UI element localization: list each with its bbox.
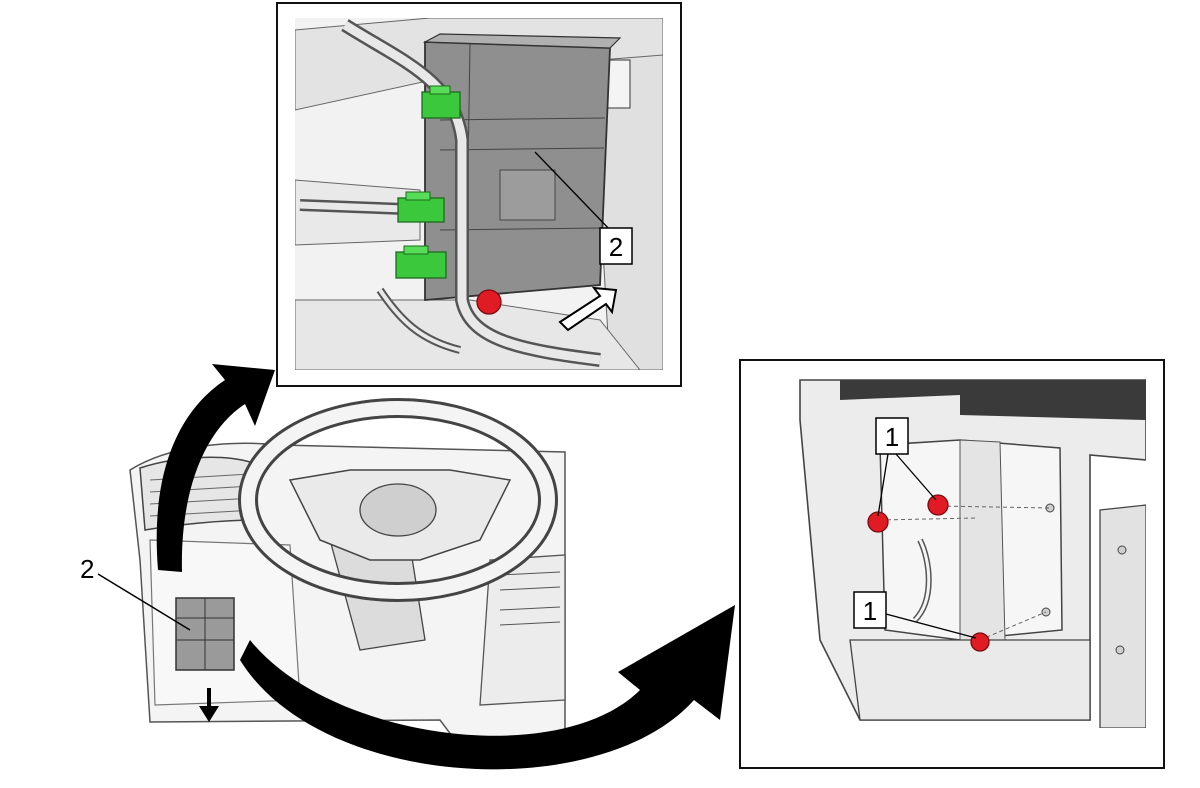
green-connector	[421, 85, 461, 119]
inset-top-callout-label: 2	[609, 232, 623, 262]
red-fastener	[927, 494, 949, 516]
callout-box	[599, 227, 633, 265]
overview-leader-line	[97, 573, 191, 631]
center-stack	[479, 554, 566, 706]
green-connector	[395, 245, 447, 279]
curved-arrow-icon	[240, 605, 735, 770]
inset-right-leader-line	[895, 453, 937, 501]
inset-right-leader-line	[877, 453, 889, 517]
inset-right-callout-upper-label: 1	[885, 422, 899, 452]
red-fastener	[970, 632, 990, 652]
inset-right-callout-lower-label: 1	[863, 596, 877, 626]
inset-right-leader-line	[885, 613, 977, 639]
curved-arrow-icon	[156, 364, 275, 572]
callout-box	[853, 591, 887, 629]
release-arrow-icon	[558, 286, 618, 332]
overview-component-label: 2	[80, 554, 94, 584]
down-arrow-icon	[199, 688, 219, 722]
green-connector	[397, 191, 445, 223]
inset-bracket-fasteners: 1 1	[739, 359, 1165, 769]
red-fastener	[476, 289, 502, 315]
inset-module-connectors: 2	[276, 2, 682, 387]
inset-top-leader-line	[534, 151, 613, 233]
dashboard-overview: 2	[80, 398, 566, 761]
callout-box	[875, 417, 909, 455]
